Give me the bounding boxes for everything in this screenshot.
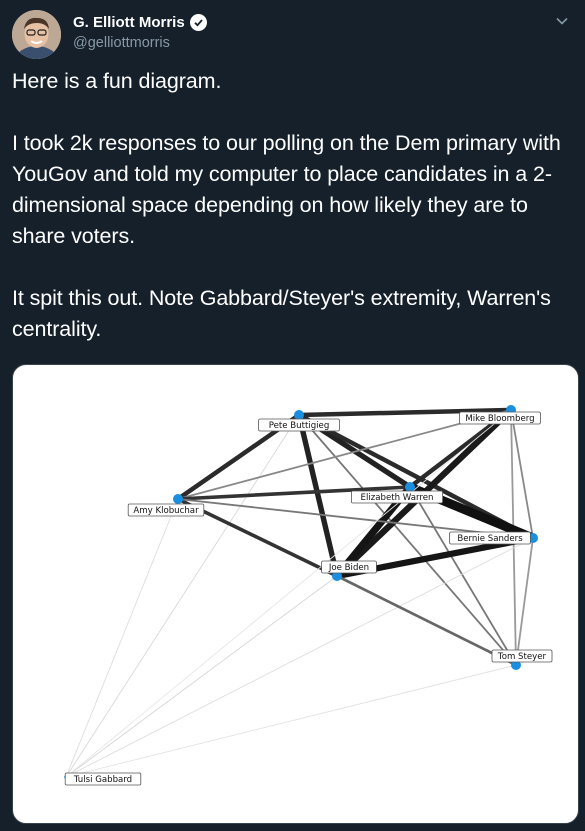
node-label-klobuchar: Amy Klobuchar — [133, 506, 199, 516]
edge-bloomberg-klobuchar — [177, 409, 512, 500]
edge-sanders-gabbard — [65, 537, 534, 778]
node-warren — [405, 482, 415, 492]
node-label-box-klobuchar — [127, 503, 205, 517]
node-label-box-steyer — [491, 649, 553, 663]
edge-warren-steyer — [409, 486, 517, 666]
node-biden — [332, 571, 342, 581]
node-label-biden: Joe Biden — [328, 563, 369, 573]
node-label-warren: Elizabeth Warren — [361, 493, 434, 503]
node-label-bloomberg: Mike Bloomberg — [465, 414, 534, 424]
edge-bloomberg-gabbard — [65, 409, 512, 778]
node-label-box-buttigieg — [258, 418, 340, 432]
author-avatar[interactable] — [12, 10, 61, 59]
diagram-nodes — [64, 405, 538, 779]
node-label-sanders: Bernie Sanders — [457, 534, 523, 544]
edge-sanders-steyer — [515, 537, 534, 666]
edge-buttigieg-bloomberg — [296, 407, 514, 418]
verified-badge-icon — [189, 14, 207, 31]
author-name-row[interactable]: G. Elliott Morris — [73, 14, 207, 31]
edge-biden-gabbard — [65, 575, 338, 778]
node-label-box-bloomberg — [459, 411, 541, 425]
edge-biden-steyer — [335, 574, 518, 667]
tweet-paragraph: It spit this out. Note Gabbard/Steyer's … — [12, 286, 551, 341]
node-label-gabbard: Tulsi Gabbard — [73, 775, 132, 785]
node-label-box-sanders — [449, 531, 531, 545]
node-klobuchar — [173, 494, 183, 504]
node-buttigieg — [294, 410, 304, 420]
author-handle[interactable]: @gelliottmorris — [73, 35, 170, 51]
edge-buttigieg-biden — [296, 412, 340, 579]
edge-buttigieg-gabbard — [65, 414, 300, 778]
node-label-box-biden — [321, 560, 377, 574]
edge-bloomberg-sanders — [510, 409, 534, 539]
edge-warren-klobuchar — [176, 485, 412, 501]
node-label-buttigieg: Pete Buttigieg — [269, 421, 330, 431]
diagram-edges — [65, 406, 538, 778]
node-steyer — [511, 660, 521, 670]
tweet-paragraph: I took 2k responses to our polling on th… — [12, 131, 561, 248]
node-label-box-gabbard — [64, 772, 142, 786]
node-label-box-warren — [350, 490, 443, 504]
edge-steyer-gabbard — [65, 664, 517, 778]
edge-klobuchar-sanders — [177, 498, 534, 539]
edge-klobuchar-gabbard — [65, 498, 179, 778]
node-label-steyer: Tom Steyer — [497, 652, 547, 662]
author-name[interactable]: G. Elliott Morris — [73, 14, 185, 31]
edge-klobuchar-biden — [176, 497, 339, 578]
tweet-paragraph: Here is a fun diagram. — [12, 69, 222, 93]
tweet-text: Here is a fun diagram. I took 2k respons… — [12, 66, 577, 345]
chevron-down-icon[interactable] — [553, 12, 571, 30]
